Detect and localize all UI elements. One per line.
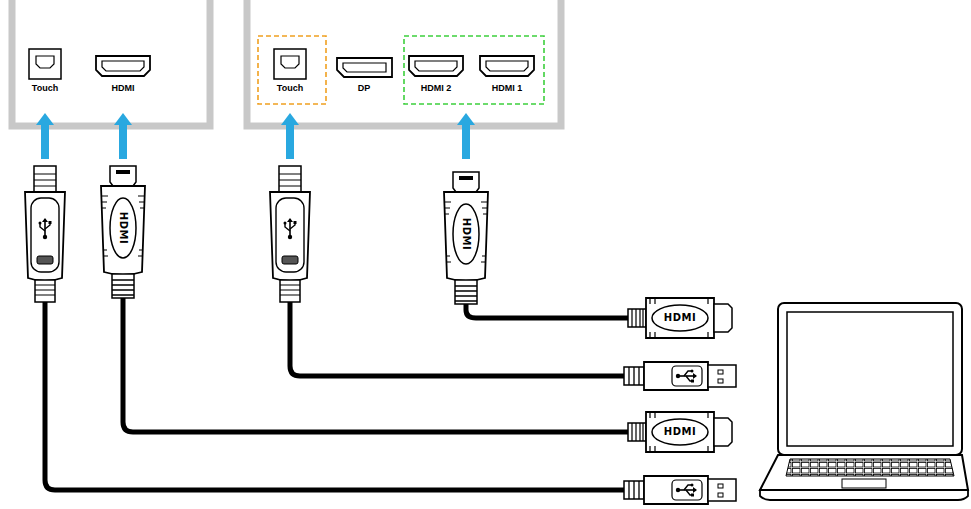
port-name: HDMI 1 [490,84,525,93]
port-name: Touch [30,84,61,93]
port-label-box: Touch [275,84,306,93]
port-label-box: HDMI 1 [490,84,525,93]
port-label-box: HDMI 2 [419,84,454,93]
hdmi-logo: HDMI [664,313,696,323]
hdmi-logo: HDMI [461,218,471,250]
port-name: HDMI [110,84,137,93]
port-label-box: Touch [30,84,61,93]
port-label-box: DP [356,84,373,93]
port-name: Touch [275,84,306,93]
port-name: DP [356,84,373,93]
hdmi-logo: HDMI [664,427,696,437]
port-name: HDMI 2 [419,84,454,93]
port-label-box: HDMI [110,84,137,93]
hdmi-logo: HDMI [118,212,128,244]
